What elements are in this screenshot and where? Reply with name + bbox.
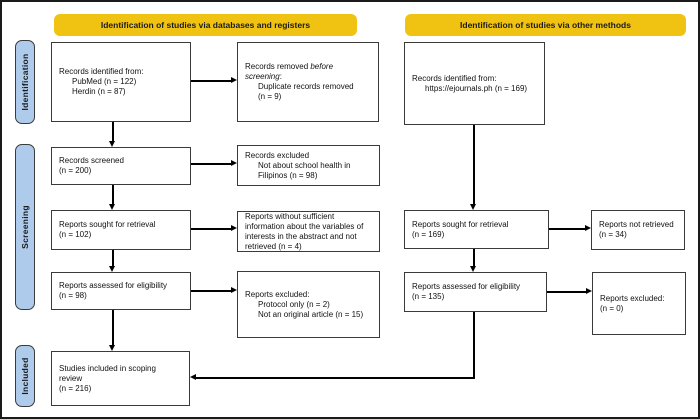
box-records-identified-databases: Records identified from: PubMed (n = 122… (51, 42, 191, 122)
box-line: Filipinos (n = 98) (258, 170, 318, 180)
box-line: Records removed before (245, 62, 334, 71)
arrow-head-right-icon (586, 288, 592, 294)
box-line: Protocol only (n = 2) (258, 299, 330, 309)
arrow-head-right-icon (231, 160, 237, 166)
box-line: retrieved (n = 4) (245, 241, 302, 251)
banner-databases-registers: Identification of studies via databases … (54, 14, 357, 36)
box-reports-excluded-other: Reports excluded: (n = 0) (592, 272, 686, 335)
phase-label-included: Included (15, 345, 35, 407)
box-line: Reports excluded: (600, 293, 665, 303)
box-records-identified-other: Records identified from: https://ejourna… (404, 42, 545, 125)
box-line: interests in the abstract and not (245, 231, 357, 241)
box-line: screening: (245, 72, 282, 81)
phase-label-screening-text: Screening (20, 205, 30, 249)
box-line: Records excluded (245, 150, 310, 160)
box-line: Reports assessed for eligibility (59, 281, 168, 290)
arrow-head-down-icon (109, 141, 115, 147)
box-line: (n = 135) (412, 292, 445, 301)
arrow-line (547, 291, 586, 293)
box-line: (n = 102) (59, 230, 92, 239)
box-line: PubMed (n = 122) (72, 77, 137, 86)
box-reports-sought-databases: Reports sought for retrieval (n = 102) (51, 210, 191, 250)
box-line: Not an original article (n = 15) (258, 309, 364, 319)
box-line: Reports not retrieved (599, 220, 674, 229)
arrow-head-right-icon (231, 77, 237, 83)
arrow-line (112, 185, 114, 204)
arrow-line (549, 228, 585, 230)
box-line: Duplicate records removed (258, 82, 354, 91)
arrow-head-left-icon (190, 374, 196, 380)
box-reports-not-retrieved-databases: Reports without sufficient information a… (237, 211, 380, 252)
box-records-removed-before-screening: Records removed before screening: Duplic… (237, 42, 379, 122)
box-line: (n = 0) (600, 303, 624, 313)
phase-label-identification: Identification (15, 40, 35, 124)
banner-other-methods: Identification of studies via other meth… (405, 14, 686, 36)
phase-label-included-text: Included (20, 357, 30, 395)
box-line: (n = 216) (59, 383, 92, 393)
box-reports-not-retrieved-other: Reports not retrieved (n = 34) (591, 210, 685, 250)
arrow-head-down-icon (109, 345, 115, 351)
box-line: (n = 9) (258, 92, 282, 101)
arrow-line (191, 163, 231, 165)
box-line: Herdin (n = 87) (72, 87, 126, 96)
arrow-line (112, 310, 114, 345)
box-reports-assessed-other: Reports assessed for eligibility (n = 13… (404, 272, 547, 312)
arrow-line (112, 250, 114, 266)
arrow-line (191, 80, 231, 82)
box-line: Reports sought for retrieval (412, 219, 509, 229)
box-line: Records screened (59, 156, 124, 165)
box-line: (n = 169) (412, 229, 445, 239)
arrow-head-right-icon (231, 287, 237, 293)
arrow-head-right-icon (231, 225, 237, 231)
box-records-excluded: Records excluded Not about school health… (237, 145, 380, 186)
box-line: information about the variables of (245, 221, 364, 231)
box-line: Not about school health in (258, 160, 351, 170)
arrow-line (191, 228, 231, 230)
arrow-head-down-icon (109, 204, 115, 210)
arrow-line (473, 312, 475, 379)
box-line: review (59, 373, 83, 383)
arrow-head-right-icon (585, 225, 591, 231)
box-reports-assessed-databases: Reports assessed for eligibility (n = 98… (51, 272, 191, 310)
phase-label-identification-text: Identification (20, 53, 30, 111)
box-line: Reports excluded: (245, 289, 310, 299)
arrow-head-down-icon (109, 266, 115, 272)
arrow-line (196, 377, 474, 379)
box-line: Reports assessed for eligibility (412, 282, 521, 291)
box-line: Studies included in scoping (59, 363, 156, 373)
box-reports-sought-other: Reports sought for retrieval (n = 169) (404, 210, 549, 249)
box-records-screened: Records screened (n = 200) (51, 147, 191, 185)
arrow-head-down-icon (470, 204, 476, 210)
box-line: (n = 98) (59, 291, 87, 300)
box-line: Records identified from: (412, 73, 497, 83)
arrow-head-down-icon (470, 266, 476, 272)
phase-label-screening: Screening (15, 144, 35, 310)
box-studies-included: Studies included in scoping review (n = … (51, 351, 190, 406)
box-line: (n = 200) (59, 166, 92, 175)
arrow-line (473, 249, 475, 266)
box-line: Reports sought for retrieval (59, 220, 156, 229)
box-line: Records identified from: (59, 67, 144, 76)
arrow-line (112, 122, 114, 141)
box-line: Reports without sufficient (245, 211, 335, 221)
box-line: https://ejournals.ph (n = 169) (425, 83, 528, 93)
box-line: (n = 34) (599, 230, 627, 239)
arrow-line (191, 290, 231, 292)
box-reports-excluded-databases: Reports excluded: Protocol only (n = 2) … (237, 271, 380, 338)
arrow-line (473, 125, 475, 204)
